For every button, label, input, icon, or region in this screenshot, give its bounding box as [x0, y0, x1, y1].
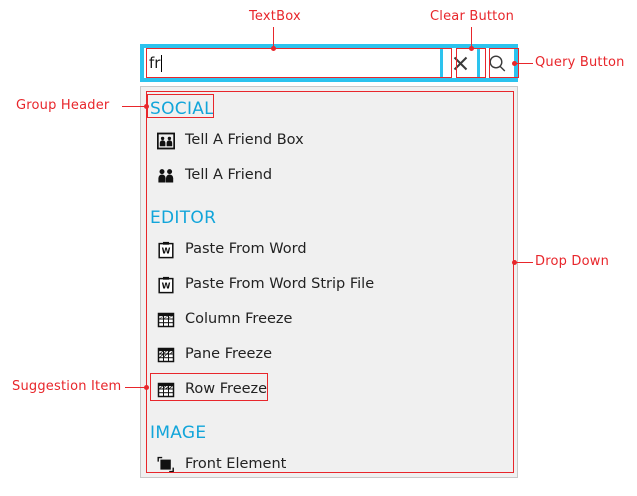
drop-down[interactable]: SOCIAL Tell A Friend Box Tell A Friend E… — [140, 86, 518, 478]
list-item-tell-a-friend[interactable]: Tell A Friend — [141, 158, 517, 193]
annotation-leader-suggestion-item — [125, 387, 146, 388]
search-input[interactable]: fr — [144, 48, 440, 78]
group-header-social: SOCIAL — [150, 98, 214, 119]
list-item-column-freeze[interactable]: Column Freeze — [141, 302, 517, 337]
list-item-label: Paste From Word Strip File — [185, 276, 375, 293]
list-item-label: Tell A Friend — [185, 167, 273, 184]
search-input-value: fr — [149, 53, 161, 72]
group-header-image: IMAGE — [150, 422, 207, 443]
annotation-dot-drop-down — [512, 260, 517, 265]
list-item-paste-from-word-strip-file[interactable]: W Paste From Word Strip File — [141, 267, 517, 302]
paste-from-word-strip-file-icon: W — [156, 275, 176, 295]
annotation-dot-clear-button — [469, 46, 474, 51]
list-item-row-freeze[interactable]: Row Freeze — [141, 372, 517, 407]
list-item-front-element[interactable]: Front Element — [141, 447, 517, 477]
annotation-leader-drop-down — [516, 262, 533, 263]
list-item-label: Paste From Word — [185, 241, 307, 258]
annotation-dot-group-header — [144, 104, 149, 109]
annotation-leader-query-button — [516, 63, 533, 64]
list-item-label: Tell A Friend Box — [185, 132, 304, 149]
row-freeze-icon — [156, 380, 176, 400]
close-x-icon — [453, 56, 467, 70]
annotation-dot-textbox — [271, 46, 276, 51]
annotation-dot-suggestion-item — [144, 385, 149, 390]
svg-text:W: W — [162, 281, 171, 290]
list-item-label: Column Freeze — [185, 311, 293, 328]
annotation-label-clear-button: Clear Button — [430, 9, 515, 24]
search-bar: fr — [140, 44, 518, 82]
annotation-label-query-button: Query Button — [535, 55, 625, 70]
list-item-label: Pane Freeze — [185, 346, 272, 363]
annotation-leader-group-header — [122, 106, 146, 107]
list-item-label: Front Element — [185, 456, 287, 473]
list-item-tell-a-friend-box[interactable]: Tell A Friend Box — [141, 123, 517, 158]
text-caret — [161, 54, 163, 72]
svg-text:W: W — [162, 246, 171, 255]
annotation-label-textbox: TextBox — [249, 9, 301, 24]
clear-button[interactable] — [443, 48, 477, 78]
list-item-paste-from-word[interactable]: W Paste From Word — [141, 232, 517, 267]
pane-freeze-icon — [156, 345, 176, 365]
front-element-icon — [156, 455, 176, 475]
magnifier-icon — [488, 54, 505, 71]
annotation-label-group-header: Group Header — [16, 98, 110, 113]
group-header-editor: EDITOR — [150, 207, 217, 228]
annotation-dot-query-button — [512, 61, 517, 66]
tell-a-friend-icon — [156, 166, 176, 186]
annotation-label-suggestion-item: Suggestion Item — [12, 379, 122, 394]
query-button[interactable] — [480, 48, 514, 78]
tell-a-friend-box-icon — [156, 131, 176, 151]
paste-from-word-icon: W — [156, 240, 176, 260]
annotation-leader-clear-button — [471, 27, 472, 48]
list-item-pane-freeze[interactable]: Pane Freeze — [141, 337, 517, 372]
column-freeze-icon — [156, 310, 176, 330]
annotation-leader-textbox — [273, 27, 274, 48]
list-item-label: Row Freeze — [185, 381, 268, 398]
annotation-label-drop-down: Drop Down — [535, 254, 610, 269]
